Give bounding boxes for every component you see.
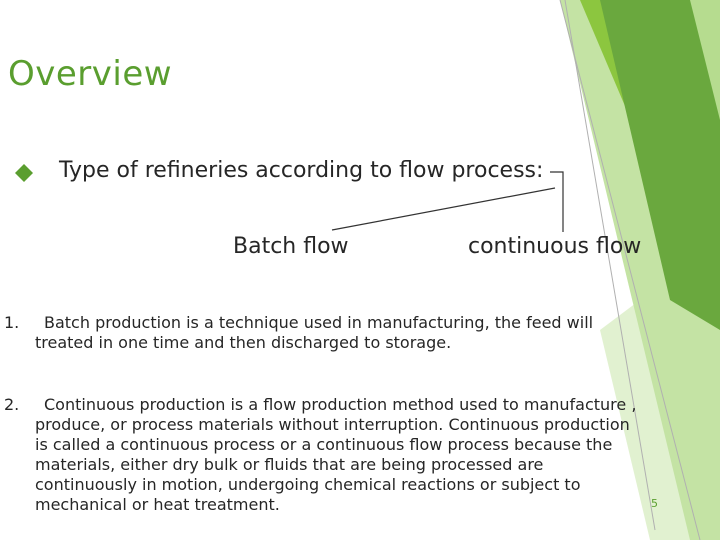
item-line: Continuous production is a flow producti… bbox=[44, 395, 637, 414]
tree-connector-right bbox=[550, 171, 564, 232]
item-line: treated in one time and then discharged … bbox=[35, 333, 452, 352]
item-line: mechanical or heat treatment. bbox=[35, 495, 280, 514]
item-number: 1. bbox=[4, 313, 20, 332]
item-number: 2. bbox=[4, 395, 20, 414]
branch-continuous-flow: continuous flow bbox=[468, 234, 642, 259]
deco-thin-line-1 bbox=[564, 0, 656, 531]
item-text: Batch production is a technique used in … bbox=[35, 313, 645, 353]
tree-connector-left bbox=[331, 187, 556, 231]
diamond-bullet-icon bbox=[15, 164, 33, 182]
item-line: is called a continuous process or a cont… bbox=[35, 435, 613, 454]
slide-title: Overview bbox=[8, 54, 173, 94]
item-line: produce, or process materials without in… bbox=[35, 415, 630, 434]
deco-dark-band bbox=[600, 0, 720, 330]
item-line: continuously in motion, undergoing chemi… bbox=[35, 475, 581, 494]
deco-thin-line-2 bbox=[559, 0, 701, 540]
item-line: materials, either dry bulk or fluids tha… bbox=[35, 455, 544, 474]
page-number: 5 bbox=[651, 497, 658, 510]
branch-batch-flow: Batch flow bbox=[233, 234, 349, 259]
item-text: Continuous production is a flow producti… bbox=[35, 395, 685, 515]
deco-light-top bbox=[690, 0, 720, 120]
bullet-text: Type of refineries according to flow pro… bbox=[59, 158, 544, 183]
item-line: Batch production is a technique used in … bbox=[44, 313, 594, 332]
